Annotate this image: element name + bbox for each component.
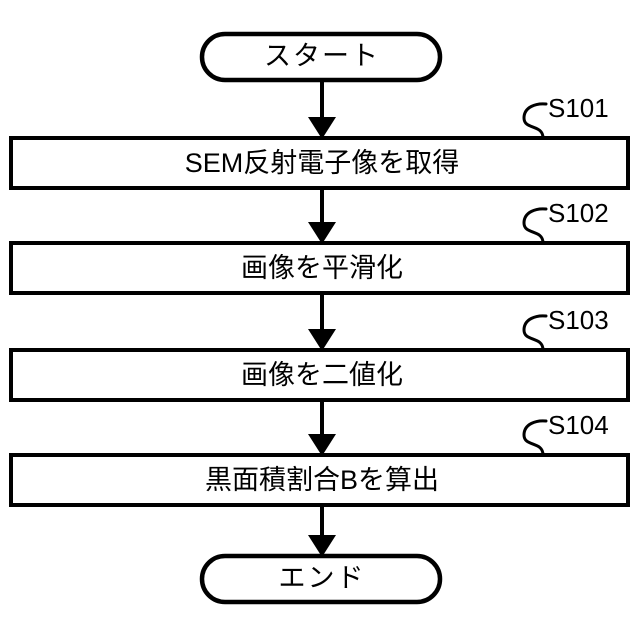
step-label-s103-text: S103 [548,305,609,335]
start-terminal-node: スタート [199,31,443,83]
connector-start-to-s101 [308,80,336,139]
end-terminal-shape [199,553,443,605]
step-label-s102-text: S102 [548,198,609,228]
process-node-s103: 画像を二値化 [9,348,630,402]
step-label-s101: S101 [522,93,609,140]
process-node-s102: 画像を平滑化 [9,241,630,295]
end-terminal-label: エンド [279,563,366,593]
process-node-s104: 黒面積割合Bを算出 [9,453,630,507]
arrow-head-icon [308,117,336,139]
step-leader-curve-icon [522,314,548,352]
step-leader-curve-icon [522,102,548,140]
step-label-s101-text: S101 [548,93,609,123]
arrow-head-icon [308,329,336,351]
step-label-s104: S104 [522,410,609,457]
process-label-s104: 黒面積割合Bを算出 [205,465,439,495]
connector-s102-to-s103 [308,293,336,351]
start-terminal-label: スタート [264,41,380,71]
step-leader-curve-icon [522,207,548,245]
arrow-head-icon [308,434,336,456]
connector-s101-to-s102 [308,188,336,244]
end-terminal-node: エンド [199,553,443,605]
step-label-s103: S103 [522,305,609,352]
process-label-s101: SEM反射電子像を取得 [185,148,460,178]
step-label-s104-text: S104 [548,410,609,440]
process-label-s103: 画像を二値化 [241,360,403,390]
process-node-s101: SEM反射電子像を取得 [9,136,630,190]
process-box-s103 [9,348,630,402]
step-leader-curve-icon [522,419,548,457]
arrow-head-icon [308,222,336,244]
process-box-s101 [9,136,630,190]
process-label-s102: 画像を平滑化 [241,253,403,283]
connector-s103-to-s104 [308,400,336,456]
step-label-s102: S102 [522,198,609,245]
process-box-s102 [9,241,630,295]
arrow-head-icon [308,535,336,557]
process-box-s104 [9,453,630,507]
connector-s104-to-end [308,505,336,557]
